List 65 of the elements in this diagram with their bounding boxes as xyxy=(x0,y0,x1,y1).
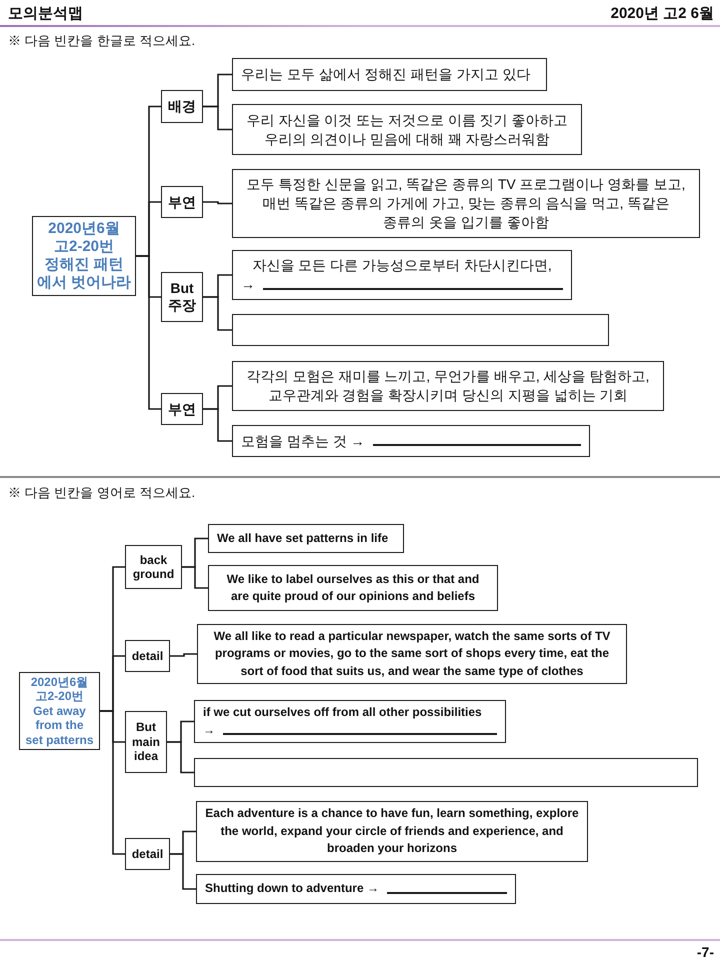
category-label: But 주장 xyxy=(167,280,197,314)
category-box xyxy=(161,272,203,322)
instruction-text: ※ 다음 빈칸을 영어로 적으세요. xyxy=(8,484,196,502)
category-box xyxy=(125,838,170,870)
sentence-box xyxy=(196,801,588,862)
sentence-box xyxy=(208,565,498,611)
category-box xyxy=(161,393,203,425)
connector-line xyxy=(170,853,196,890)
sentence-box xyxy=(232,425,590,457)
sentence-text: if we cut ourselves off from all other possibilities xyxy=(203,704,483,722)
sentence-box xyxy=(232,361,664,411)
sentence-text: 모험을 멈추는 것 → xyxy=(241,432,365,450)
connector-line xyxy=(203,296,232,331)
category-label: detail xyxy=(132,648,164,664)
category-box xyxy=(125,711,167,773)
connector-line xyxy=(136,255,161,410)
sentence-text: 우리 자신을 이것 또는 저것으로 이름 짓기 좋아하고 우리의 의견이나 믿음에 대해 꽤 자랑스러워함 xyxy=(245,110,569,148)
topic-box xyxy=(32,216,136,296)
connector-line xyxy=(100,710,125,855)
category-box xyxy=(125,545,182,589)
topic-box xyxy=(19,672,100,750)
category-box xyxy=(125,640,170,672)
sentence-box xyxy=(232,250,572,300)
answer-box xyxy=(194,758,698,787)
answer-box xyxy=(232,314,609,346)
header-date: 2020년 고2 6월 xyxy=(610,4,714,24)
sentence-text: 우리는 모두 삶에서 정해진 패턴을 가지고 있다 xyxy=(241,65,532,84)
category-label: 부연 xyxy=(168,400,196,418)
sentence-box xyxy=(194,700,506,743)
sentence-box xyxy=(196,874,516,904)
instruction-text: ※ 다음 빈칸을 한글로 적으세요. xyxy=(8,32,196,50)
topic-title: 2020년6월 고2-20번 xyxy=(30,675,90,704)
connector-line xyxy=(170,653,197,657)
topic-title: 정해진 패턴 에서 벗어나라 xyxy=(36,256,132,292)
topic-title: 2020년6월 고2-20번 xyxy=(47,220,121,256)
sentence-box xyxy=(208,524,404,553)
category-box xyxy=(161,186,203,218)
category-label: 배경 xyxy=(168,98,196,115)
sentence-text: 자신을 모든 다른 가능성으로부터 차단시킨다면, xyxy=(251,256,553,275)
connector-line xyxy=(167,741,194,774)
sentence-box xyxy=(197,624,627,684)
header-title: 모의분석맵 xyxy=(8,4,83,24)
connector-line xyxy=(203,408,232,442)
sentence-text: 각각의 모험은 재미를 느끼고, 무언가를 배우고, 세상을 탐험하고, 교우관계와 경험을 확장시키며 당신의 지평을 넓히는 기회 xyxy=(246,367,650,405)
category-label: But main idea xyxy=(130,720,161,764)
connector-line xyxy=(203,201,232,204)
sentence-box xyxy=(232,104,582,155)
connector-line xyxy=(203,106,232,130)
sentence-box xyxy=(232,58,547,91)
category-label: 부연 xyxy=(168,194,196,210)
arrow-text: → xyxy=(203,722,215,738)
sentence-box xyxy=(232,169,700,238)
topic-title: Get away from the set patterns xyxy=(24,704,95,747)
sentence-text: We like to label ourselves as this or that and are quite proud of our opinions and beliefs xyxy=(226,570,480,605)
arrow-text: → xyxy=(241,275,255,294)
category-label: back ground xyxy=(132,552,176,582)
page-number: -7- xyxy=(696,943,714,960)
category-box xyxy=(161,90,203,123)
sentence-text: We all like to read a particular newspaper, watch the same sorts of TV programs or movies, go to the same sort of shops every time, eat the sort of food that suits us, and wear the same type of clothes xyxy=(212,628,612,680)
connector-line xyxy=(182,566,208,589)
sentence-text: Shutting down to adventure → xyxy=(205,880,379,898)
category-label: detail xyxy=(132,846,164,862)
sentence-text: We all have set patterns in life xyxy=(217,530,390,547)
sentence-text: Each adventure is a chance to have fun, learn something, explore the world, expand your circle of friends and experience, and broaden your horizons xyxy=(205,805,579,858)
sentence-text: 모두 특정한 신문을 읽고, 똑같은 종류의 TV 프로그램이나 영화를 보고, 매번 똑같은 종류의 가게에 가고, 맞는 종류의 음식을 먹고, 똑같은 종류의 옷을 입기를 좋아함 xyxy=(246,175,686,232)
